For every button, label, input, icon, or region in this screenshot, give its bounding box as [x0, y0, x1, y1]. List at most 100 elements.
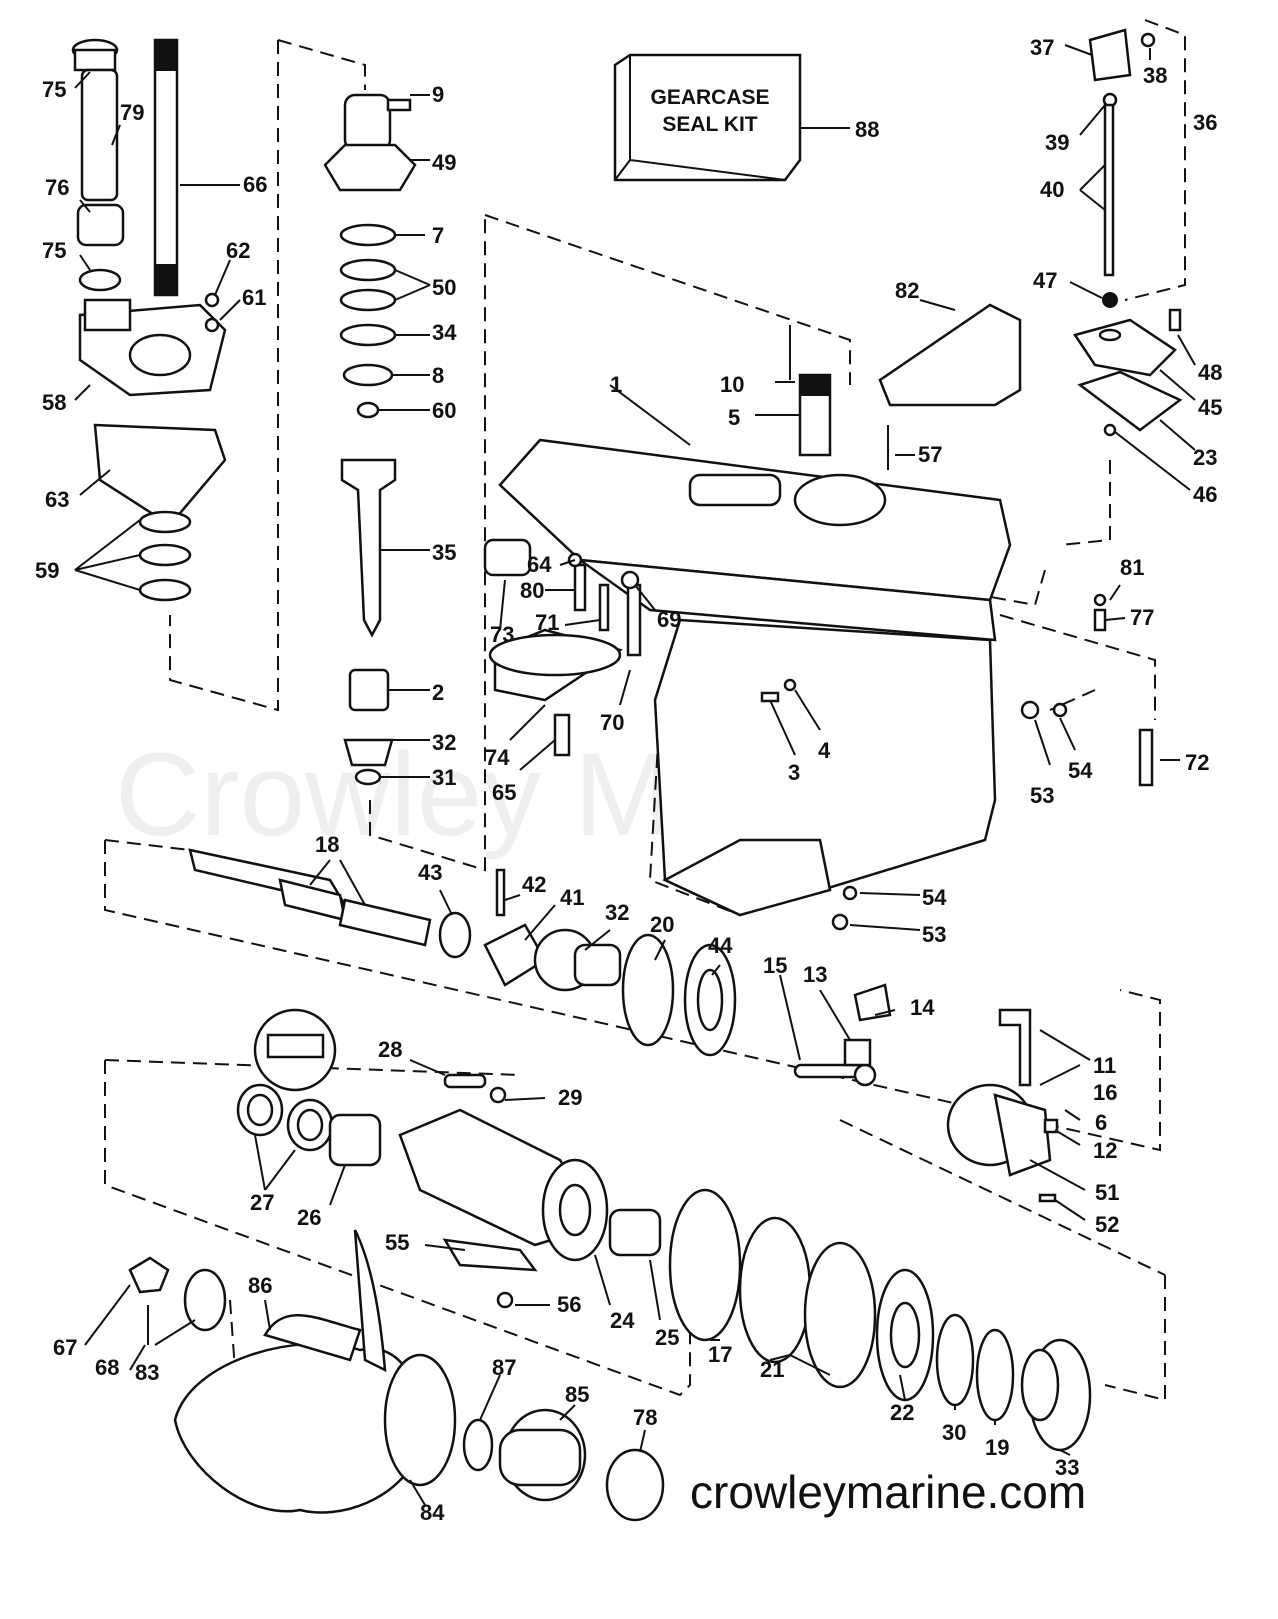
callout-45: 45: [1198, 395, 1222, 420]
callout-48: 48: [1198, 360, 1222, 385]
propeller-row: [128, 1229, 665, 1522]
callout-32b: 32: [605, 900, 629, 925]
callout-57: 57: [918, 442, 942, 467]
callout-6: 6: [1095, 1110, 1107, 1135]
callout-74: 74: [485, 745, 510, 770]
callout-15: 15: [763, 953, 787, 978]
callout-61: 61: [242, 285, 266, 310]
callout-53b: 53: [922, 922, 946, 947]
callout-numbers: 1 2 3 4 5 6 7 8 9 10 11 12 13 14 15 16 1…: [35, 35, 1222, 1525]
callout-85: 85: [565, 1382, 589, 1407]
callout-51: 51: [1095, 1180, 1119, 1205]
callout-19: 19: [985, 1435, 1009, 1460]
shift-linkage-group: [1072, 28, 1183, 437]
callout-25: 25: [655, 1325, 679, 1350]
callout-66: 66: [243, 172, 267, 197]
callout-71: 71: [535, 610, 559, 635]
callout-13: 13: [803, 962, 827, 987]
callout-29: 29: [558, 1085, 582, 1110]
callout-18: 18: [315, 832, 339, 857]
callout-2: 2: [432, 680, 444, 705]
propshaft-row: [188, 848, 737, 1057]
callout-20: 20: [650, 912, 674, 937]
callout-56: 56: [557, 1292, 581, 1317]
callout-39: 39: [1045, 130, 1069, 155]
shift-cradle-group: [793, 983, 1081, 1203]
callout-23: 23: [1193, 445, 1217, 470]
callout-43: 43: [418, 860, 442, 885]
callout-75b: 75: [42, 238, 66, 263]
callout-80: 80: [520, 578, 544, 603]
callout-65: 65: [492, 780, 516, 805]
gearcase-housing: [498, 325, 1012, 917]
callout-47: 47: [1033, 268, 1057, 293]
seal-kit-line1: GEARCASE: [650, 86, 769, 109]
callout-24: 24: [610, 1308, 635, 1333]
callout-69: 69: [657, 607, 681, 632]
callout-77: 77: [1130, 605, 1154, 630]
callout-1: 1: [610, 372, 622, 397]
bearing-housing-row: [236, 1008, 1092, 1452]
callout-11: 11: [1093, 1053, 1116, 1078]
callout-79: 79: [120, 100, 144, 125]
callout-22: 22: [890, 1400, 914, 1425]
callout-64: 64: [527, 552, 552, 577]
callout-54: 54: [1068, 758, 1093, 783]
callout-53: 53: [1030, 783, 1054, 808]
seal-kit-line2: SEAL KIT: [662, 113, 757, 136]
leader-lines: [74, 44, 1196, 1506]
callout-7: 7: [432, 223, 444, 248]
shaft-stack-group: [323, 93, 417, 786]
callout-63: 63: [45, 487, 69, 512]
callout-50: 50: [432, 275, 456, 300]
callout-38: 38: [1143, 63, 1167, 88]
callout-58: 58: [42, 390, 66, 415]
callout-14: 14: [910, 995, 935, 1020]
callout-55: 55: [385, 1230, 409, 1255]
callout-41: 41: [560, 885, 584, 910]
callout-75: 75: [42, 77, 66, 102]
callout-17: 17: [708, 1342, 732, 1367]
callout-33: 33: [1055, 1455, 1079, 1480]
callout-27: 27: [250, 1190, 274, 1215]
callout-35: 35: [432, 540, 456, 565]
callout-37: 37: [1030, 35, 1054, 60]
callout-9: 9: [432, 82, 444, 107]
callout-49: 49: [432, 150, 456, 175]
callout-67: 67: [53, 1335, 77, 1360]
callout-68: 68: [95, 1355, 119, 1380]
callout-8: 8: [432, 363, 444, 388]
callout-21: 21: [760, 1357, 784, 1382]
pump-cover-part: [878, 303, 1022, 407]
callout-86: 86: [248, 1273, 272, 1298]
callout-42: 42: [522, 872, 546, 897]
callout-72: 72: [1185, 750, 1209, 775]
callout-28: 28: [378, 1037, 402, 1062]
callout-3: 3: [788, 760, 800, 785]
callout-83: 83: [135, 1360, 159, 1385]
callout-40: 40: [1040, 177, 1064, 202]
callout-60: 60: [432, 398, 456, 423]
callout-34: 34: [432, 320, 457, 345]
callout-88: 88: [855, 117, 879, 142]
callout-12: 12: [1093, 1138, 1117, 1163]
callout-16: 16: [1093, 1080, 1117, 1105]
driveshaft-housing-group: [71, 38, 227, 602]
callout-32: 32: [432, 730, 456, 755]
callout-26: 26: [297, 1205, 321, 1230]
callout-82: 82: [895, 278, 919, 303]
callout-10: 10: [720, 372, 744, 397]
callout-46: 46: [1193, 482, 1217, 507]
callout-54b: 54: [922, 885, 947, 910]
seal-kit-box: GEARCASE SEAL KIT: [613, 53, 850, 182]
site-url-text: crowleymarine.com: [690, 1466, 1086, 1518]
callout-4: 4: [818, 738, 831, 763]
callout-84: 84: [420, 1500, 445, 1525]
callout-70: 70: [600, 710, 624, 735]
callout-62: 62: [226, 238, 250, 263]
callout-73: 73: [490, 622, 514, 647]
callout-87: 87: [492, 1355, 516, 1380]
callout-44: 44: [708, 933, 733, 958]
callout-81: 81: [1120, 555, 1144, 580]
